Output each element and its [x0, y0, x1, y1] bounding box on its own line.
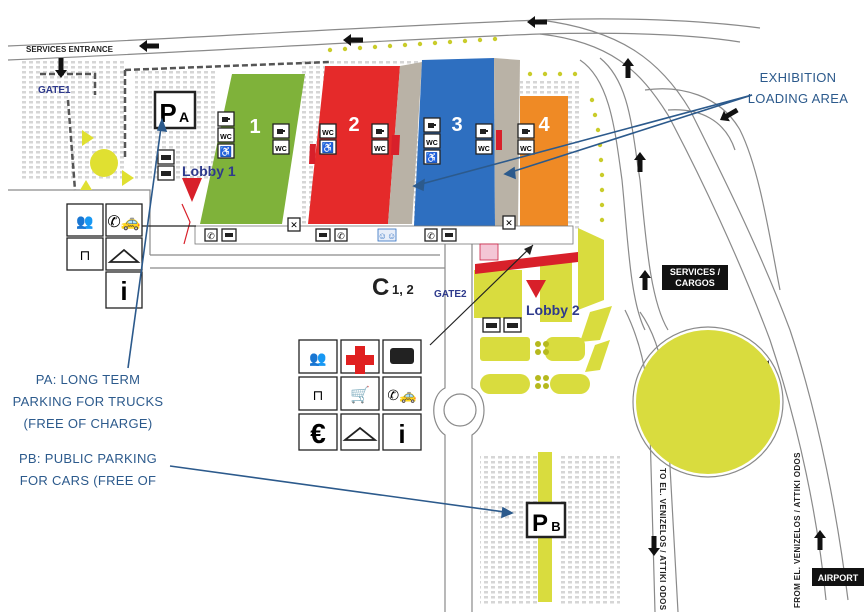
svg-text:♿: ♿ — [426, 151, 438, 164]
phone-icon: ✆ — [207, 231, 215, 241]
pb-label-line1: PB: PUBLIC PARKING — [19, 451, 157, 466]
pa-label-line1: PA: LONG TERM — [36, 372, 141, 387]
svg-text:WC: WC — [322, 130, 334, 137]
gate1-label: GATE1 — [38, 85, 71, 96]
lobby-2-parking — [474, 228, 612, 394]
gate1-roundabout — [90, 149, 118, 177]
hall-facility-icons: WC ♿ WC WC ♿ WC WC ♿ WC WC — [217, 111, 535, 165]
services-icon-panel-left: 👥 ✆🚕 ⊓ i — [66, 203, 196, 309]
svg-text:WC: WC — [478, 146, 490, 153]
hall-3[interactable]: 3 — [414, 58, 495, 226]
parking-a-sign[interactable]: P A — [153, 90, 197, 130]
svg-text:✆🚕: ✆🚕 — [387, 387, 416, 404]
cafe-icon — [222, 117, 230, 122]
gate2-building — [479, 243, 499, 261]
wc-icon: WC — [220, 134, 232, 141]
c12-number: 1, 2 — [392, 282, 414, 297]
hall-1-number: 1 — [249, 116, 260, 138]
info-icon: i — [120, 276, 127, 306]
hall-3-number: 3 — [451, 114, 462, 136]
svg-text:A: A — [179, 109, 189, 125]
exhibition-label-line1: EXHIBITION — [760, 70, 837, 85]
svg-text:i: i — [398, 419, 405, 449]
loading-area-3-4 — [494, 58, 520, 226]
lobby-1-marker[interactable] — [182, 178, 202, 202]
pa-label-line2: PARKING FOR TRUCKS — [13, 394, 164, 409]
loading-area-2-3 — [388, 62, 422, 224]
gate2-label: GATE2 — [434, 289, 467, 300]
hall-2[interactable]: 2 — [308, 66, 400, 224]
svg-text:WC: WC — [520, 146, 532, 153]
services-icon-panel-center: 👥 ⊓ 🛒 ✆🚕 € i — [298, 339, 422, 451]
bus-icon — [390, 348, 414, 364]
svg-text:AIRPORT: AIRPORT — [818, 573, 859, 583]
meeting-room-icon: ☺☺ — [378, 231, 396, 241]
first-aid-icon — [346, 346, 374, 374]
svg-text:✆: ✆ — [427, 231, 435, 241]
phone-taxi-icon: ✆🚕 — [107, 214, 140, 231]
to-venizelos-label: TO EL. VENIZELOS / ATTIKI ODOS — [658, 468, 667, 611]
services-cargos-sign: SERVICES / CARGOS — [662, 265, 728, 290]
hall-2-number: 2 — [348, 114, 359, 136]
atm-icon — [225, 233, 233, 237]
airport-sign: AIRPORT — [812, 568, 864, 586]
exhibition-label-line2: LOADING AREA — [748, 91, 848, 106]
svg-text:✕: ✕ — [505, 218, 513, 228]
meeting-icon: 👥 — [76, 213, 93, 230]
annotation-lines — [127, 94, 753, 519]
c12-letter: C — [372, 274, 389, 301]
bus-icon — [161, 171, 171, 176]
accessible-icon: ♿ — [220, 145, 232, 158]
cloakroom-icon — [107, 248, 141, 263]
hall-4-number: 4 — [538, 114, 550, 136]
reception-icon: ⊓ — [80, 247, 91, 263]
trees — [535, 341, 549, 389]
main-roundabout — [636, 330, 780, 474]
svg-text:♿: ♿ — [322, 141, 334, 154]
svg-text:WC: WC — [426, 140, 438, 147]
svg-text:B: B — [551, 519, 560, 534]
svg-text:👥: 👥 — [309, 350, 326, 367]
lobby-2-marker[interactable] — [526, 280, 546, 298]
hedge-dots — [327, 36, 605, 223]
svg-text:WC: WC — [374, 146, 386, 153]
euro-icon: € — [310, 418, 326, 449]
svg-text:WC: WC — [275, 146, 287, 153]
parking-b-sign[interactable]: P B — [525, 501, 567, 539]
lobby-2-label: Lobby 2 — [526, 302, 580, 318]
lobby-1-transport-icons — [157, 149, 175, 181]
pb-label-line2: FOR CARS (FREE OF — [20, 473, 157, 488]
annotation-texts: EXHIBITION LOADING AREA PA: LONG TERM PA… — [13, 70, 848, 488]
svg-text:⊓: ⊓ — [313, 387, 324, 403]
trolley-icon: 🛒 — [350, 385, 370, 404]
from-venizelos-label: FROM EL. VENIZELOS / ATTIKI ODOS — [793, 452, 802, 608]
restaurant-icon: ✕ — [290, 220, 298, 230]
corridor-icons: ✆ ✕ ✆ ☺☺ ✆ ✕ — [204, 215, 516, 242]
svg-text:SERVICES /: SERVICES / — [670, 267, 721, 277]
pa-label-line3: (FREE OF CHARGE) — [23, 416, 152, 431]
lobby-1-label: Lobby 1 — [182, 163, 236, 179]
services-entrance-label: SERVICES ENTRANCE — [26, 45, 114, 54]
svg-text:P: P — [532, 510, 548, 537]
lobby-2-transport-icons — [482, 317, 522, 333]
svg-text:P: P — [159, 98, 176, 128]
svg-text:CARGOS: CARGOS — [675, 278, 715, 288]
taxi-icon — [161, 155, 171, 160]
svg-text:✆: ✆ — [337, 231, 345, 241]
